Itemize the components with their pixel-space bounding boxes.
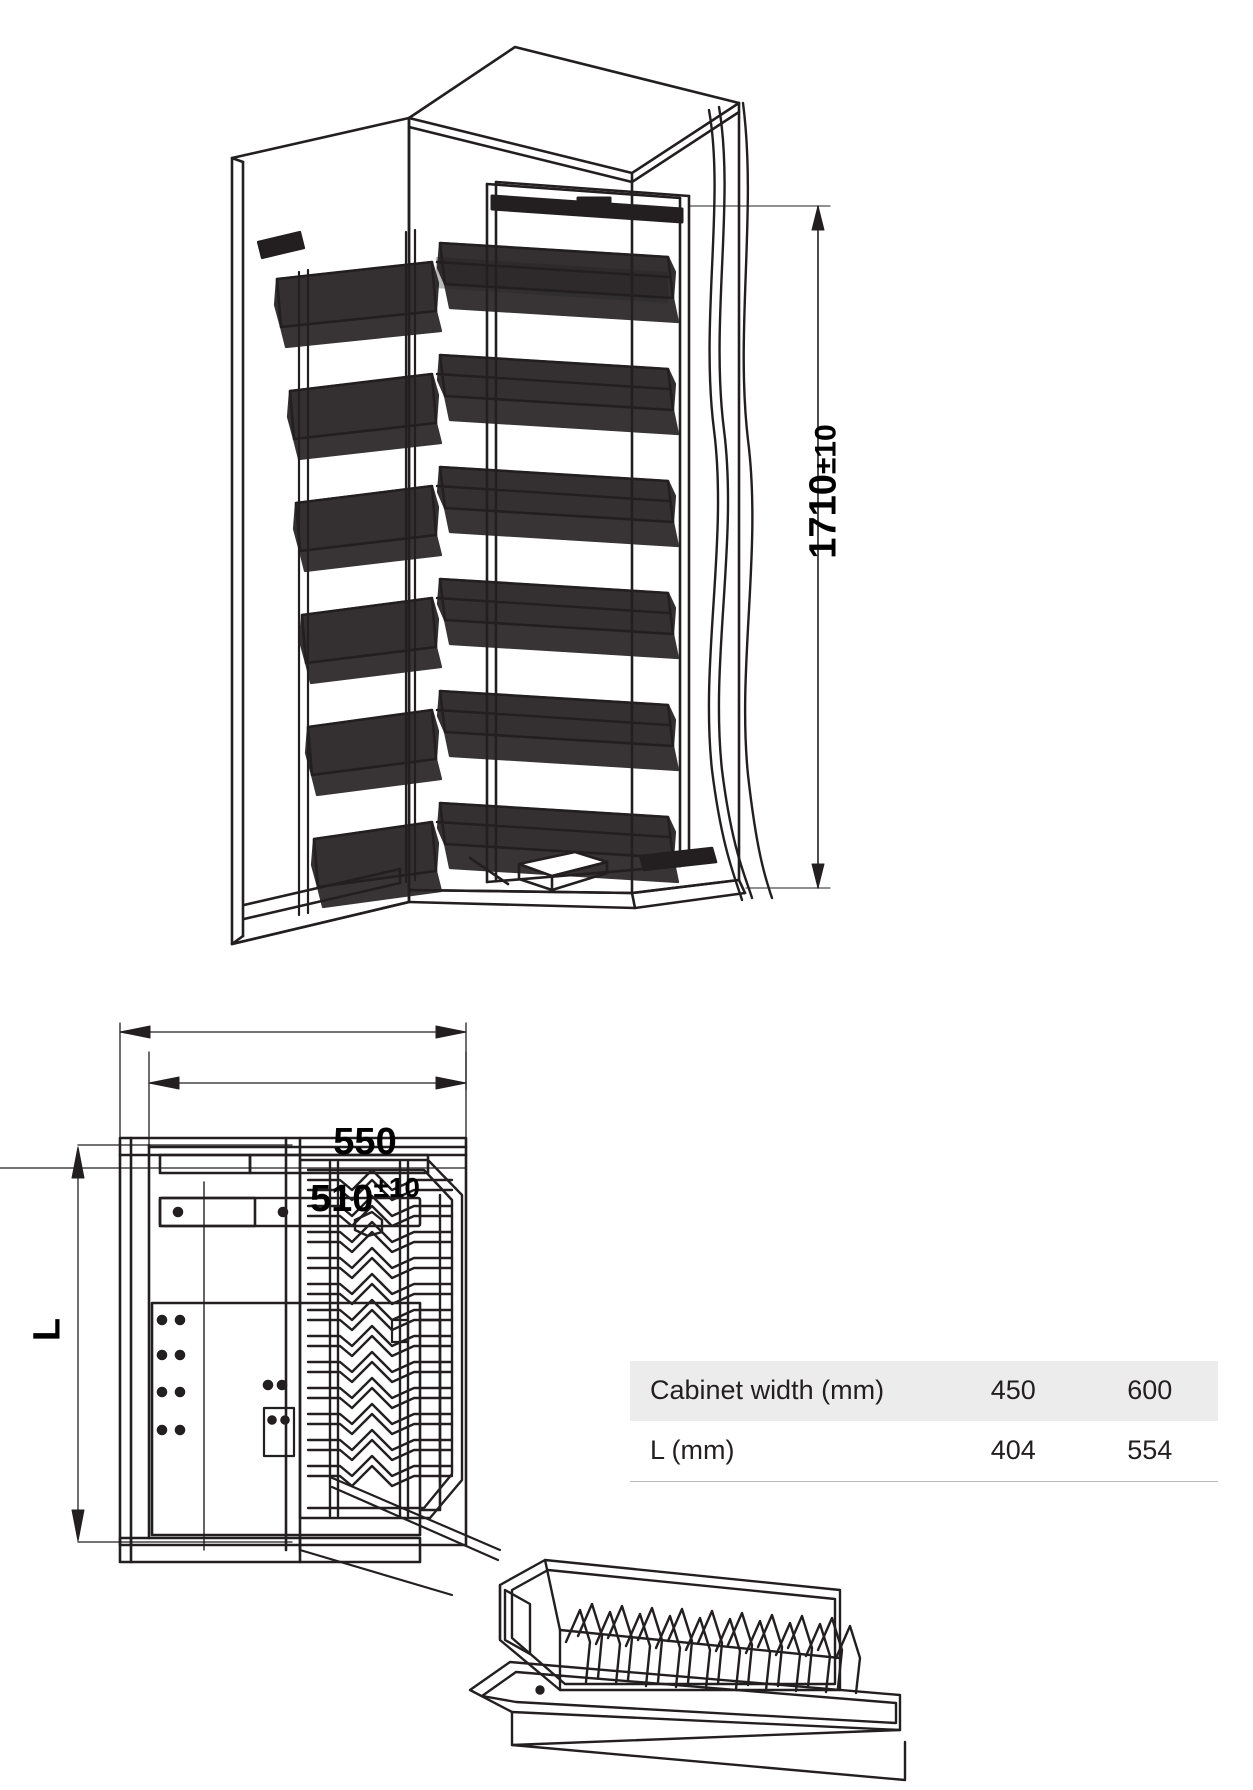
table-row-label-L: L (mm) <box>630 1421 945 1482</box>
dim550-arrow-right <box>435 1025 467 1039</box>
isometric-cabinet-view <box>230 45 831 946</box>
width-510-tolerance: ±10 <box>373 1172 420 1203</box>
basket-row <box>298 577 680 685</box>
dim550-arrow-left <box>119 1025 151 1039</box>
table-header-value-450: 450 <box>990 1375 1036 1405</box>
dim510-arrow-right <box>435 1076 467 1090</box>
table-row: L (mm) 404 554 <box>630 1421 1218 1482</box>
width-550-value: 550 <box>333 1121 397 1163</box>
height-dimension-value: 1710 <box>802 474 845 559</box>
plan-mounting-plate <box>150 1301 442 1537</box>
dimL-arrow-bottom <box>71 1509 85 1542</box>
basket-row <box>310 801 680 909</box>
dimension-arrow-down <box>811 863 825 889</box>
basket-row <box>256 230 680 349</box>
table-header-value-600: 600 <box>1127 1375 1173 1405</box>
table-header-row: Cabinet width (mm) 450 600 <box>630 1361 1218 1421</box>
width-dimension-550-label: 550 <box>200 1121 530 1164</box>
dim510-arrow-left <box>148 1076 180 1090</box>
cabinet-top-panel <box>407 45 741 184</box>
cabinet-width-table: Cabinet width (mm) 450 600 L (mm) 404 55… <box>630 1361 1218 1482</box>
dimL-arrow-top <box>71 1146 85 1179</box>
basket-row <box>286 353 680 461</box>
width-dimension-510-label: 510±10 <box>200 1172 530 1221</box>
basket-row <box>292 465 680 573</box>
cabinet-body-break-line <box>707 101 774 902</box>
cabinet-base <box>230 878 747 946</box>
depth-dimension-L <box>77 1144 293 1543</box>
height-dimension-label: 1710±10 <box>803 412 846 572</box>
table-header-label: Cabinet width (mm) <box>650 1375 885 1405</box>
plan-door-fixing-bar <box>158 1153 430 1228</box>
detached-basket-leader <box>298 1475 502 1597</box>
table-row-value-404: 404 <box>945 1421 1082 1482</box>
depth-L-value: L <box>26 1317 69 1342</box>
depth-dimension-L-label: L <box>27 1300 70 1360</box>
plan-view-cabinet <box>0 1022 907 1782</box>
base-runner-mechanism <box>468 846 718 892</box>
basket-row <box>304 689 680 797</box>
frame-top-rail <box>490 194 684 224</box>
dimension-arrow-up <box>811 205 825 231</box>
table-row-value-554: 554 <box>1081 1421 1218 1482</box>
detached-angled-basket <box>468 1558 907 1782</box>
height-dimension-tolerance: ±10 <box>809 424 843 475</box>
width-510-value: 510 <box>310 1178 374 1220</box>
